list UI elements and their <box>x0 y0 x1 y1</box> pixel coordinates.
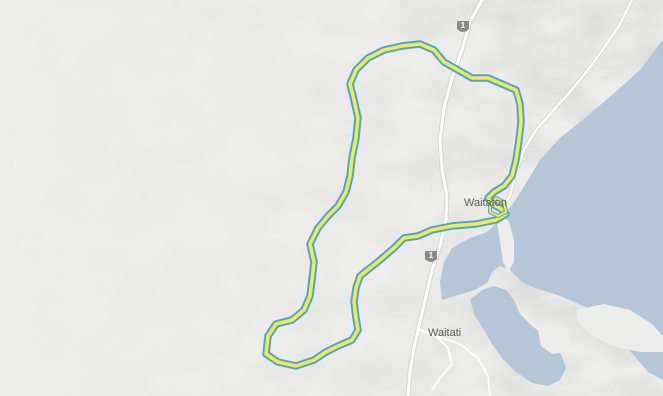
peninsula <box>576 304 663 352</box>
highway-shield-north-number: 1 <box>461 21 466 30</box>
small-island <box>538 326 572 354</box>
local-road-south <box>435 335 491 396</box>
coastal-road <box>496 0 634 214</box>
route-layer[interactable] <box>262 40 525 370</box>
state-highway <box>406 0 484 396</box>
local-road-waitati <box>419 329 453 391</box>
roads-layer <box>405 0 634 396</box>
sand-spit <box>497 216 514 272</box>
place-label-waitati: Waitati <box>428 327 461 339</box>
place-label-waitaton: Waitaton <box>464 197 507 209</box>
route-line[interactable] <box>264 42 523 368</box>
route-loop-detail-inner[interactable] <box>489 197 507 217</box>
highway-shield-south: 1 <box>425 251 437 262</box>
ocean <box>440 40 663 380</box>
highway-shield-north: 1 <box>457 21 469 32</box>
water-layer <box>440 40 663 386</box>
highway-shield-south-number: 1 <box>429 251 434 260</box>
harbour-inlet <box>470 286 566 386</box>
